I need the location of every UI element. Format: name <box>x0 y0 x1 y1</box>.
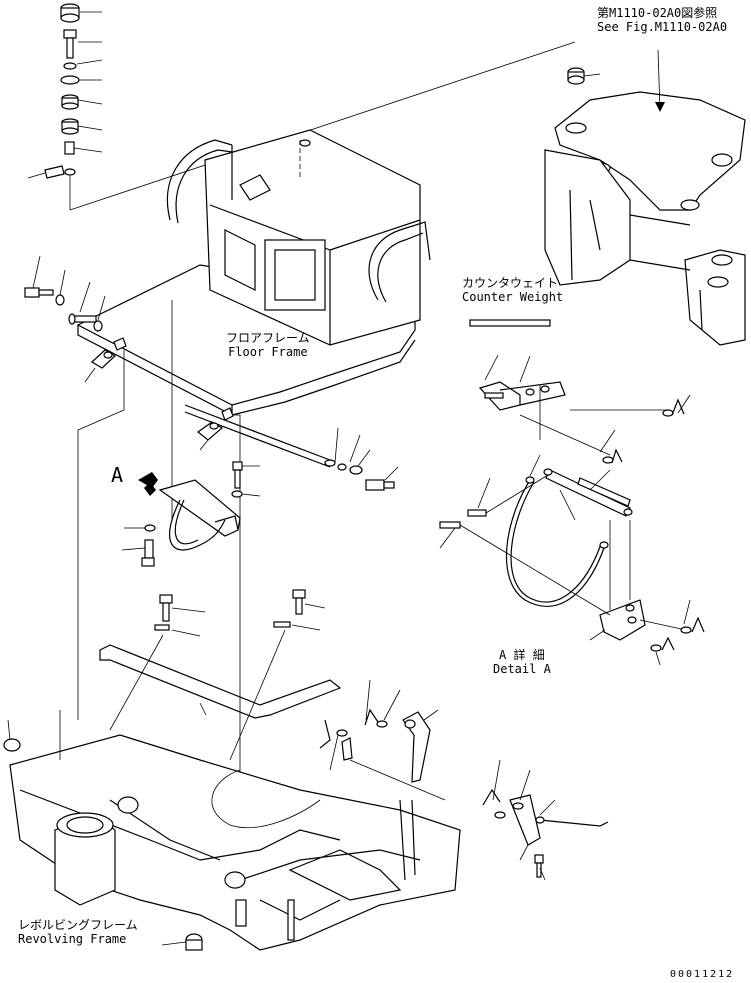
counter-weight-label-jp: カウンタウェイト <box>462 276 559 290</box>
view-a-assembly <box>121 461 261 567</box>
revolving-frame-label-en: Revolving Frame <box>18 932 127 946</box>
revolving-frame-label: レボルビングフレーム Revolving Frame <box>18 918 138 946</box>
fastener-stack-top-left <box>27 3 576 211</box>
reference-note: 第M1110-02A0図参照 See Fig.M1110-02A0 <box>597 6 727 34</box>
reference-note-jp: 第M1110-02A0図参照 <box>597 6 718 20</box>
reference-note-en: See Fig.M1110-02A0 <box>597 20 728 34</box>
floor-frame-label-jp: フロアフレーム <box>226 331 310 345</box>
floor-frame-bolt-right <box>334 427 399 491</box>
floor-plate-bolts <box>109 589 326 761</box>
counter-weight-label: カウンタウェイト Counter Weight <box>462 276 563 304</box>
lock-lever-parts <box>319 679 446 801</box>
counter-weight-assembly <box>544 49 746 346</box>
floor-frame-label-en: Floor Frame <box>228 345 308 359</box>
detail-a-drawing <box>439 319 705 666</box>
revolving-frame <box>3 710 461 951</box>
detail-a-label: A 詳 細 Detail A <box>493 648 551 676</box>
view-a-callout: A <box>111 463 124 487</box>
frame-bolts-left <box>24 255 241 820</box>
revolving-frame-label-jp: レボルビングフレーム <box>18 918 138 932</box>
serial-number: 00011212 <box>670 969 735 980</box>
support-bar <box>99 644 342 719</box>
floor-frame-assembly <box>76 129 431 520</box>
floor-frame-label: フロアフレーム Floor Frame <box>226 331 310 359</box>
door-lock-rod <box>482 759 609 881</box>
detail-a-label-en: Detail A <box>493 662 551 676</box>
counter-weight-label-en: Counter Weight <box>462 290 564 304</box>
detail-a-label-jp: A 詳 細 <box>499 648 545 662</box>
